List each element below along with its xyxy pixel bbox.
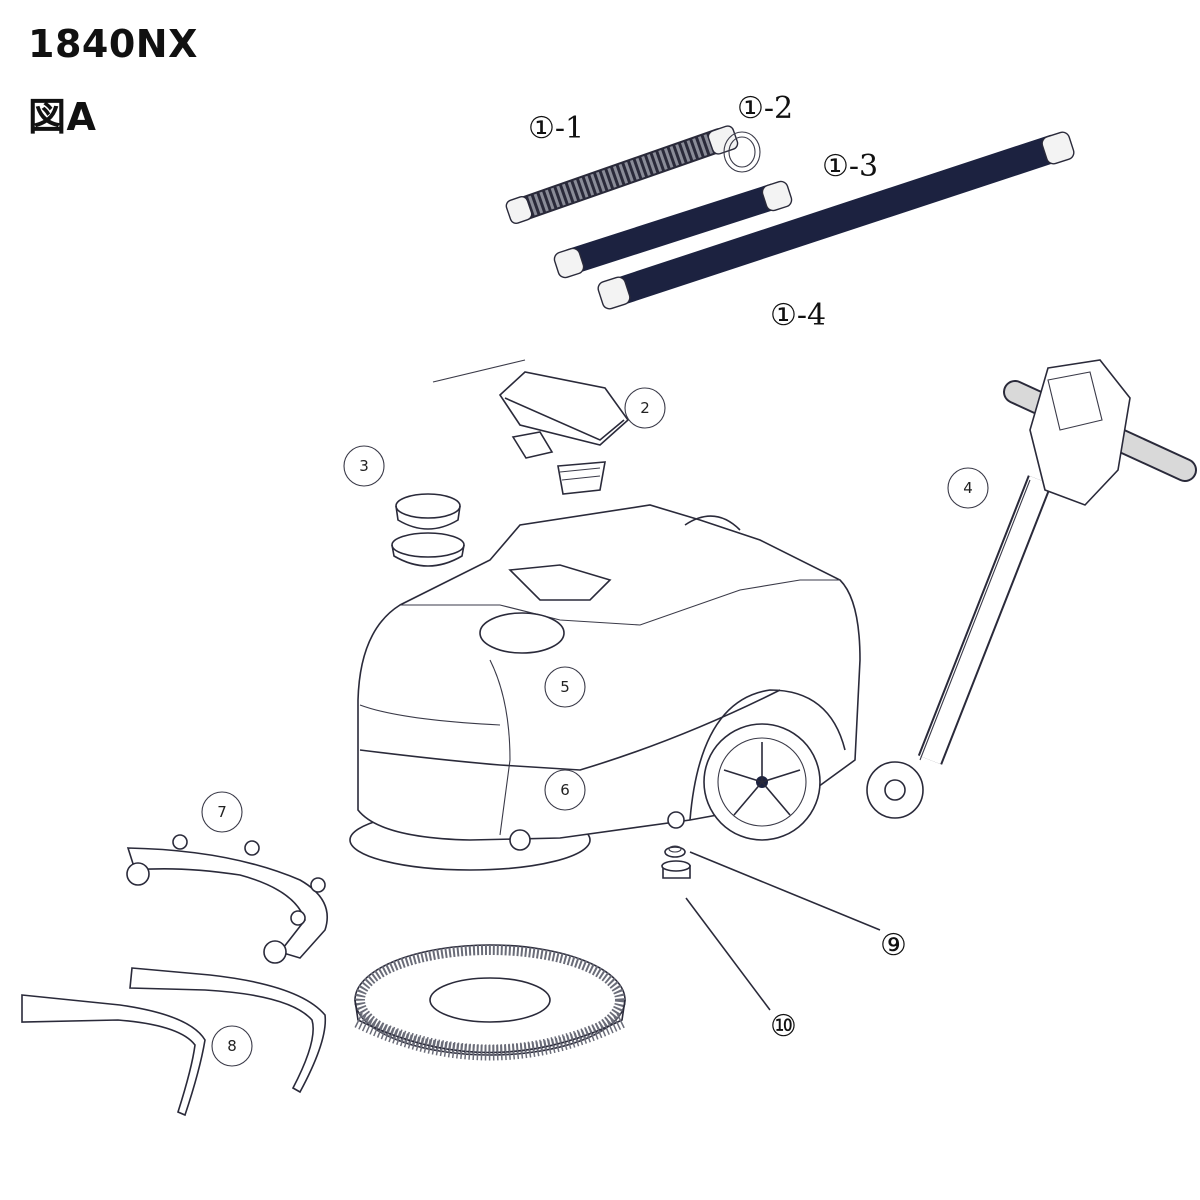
hose-clamp-1-2 bbox=[723, 131, 761, 173]
leader-10 bbox=[685, 897, 771, 1011]
fitting-9 bbox=[664, 845, 686, 858]
callout-4: 4 bbox=[947, 467, 989, 509]
callout-2: 2 bbox=[624, 387, 666, 429]
squeegee-frame bbox=[126, 834, 329, 964]
hose-1-4-long bbox=[597, 131, 1075, 310]
tank-cap bbox=[391, 493, 465, 567]
svg-text:3: 3 bbox=[359, 457, 369, 475]
label-10: ⑩ bbox=[770, 1009, 797, 1044]
callout-5: 5 bbox=[544, 666, 586, 708]
callout-7: 7 bbox=[201, 791, 243, 833]
filter-lid-assembly bbox=[432, 359, 630, 495]
svg-text:5: 5 bbox=[560, 678, 570, 696]
label-1-3: ①-3 bbox=[822, 149, 878, 184]
scrub-brush bbox=[354, 944, 626, 1061]
figure-label: 図A bbox=[28, 95, 97, 139]
label-9: ⑨ bbox=[880, 928, 907, 963]
model-title: 1840NX bbox=[28, 22, 198, 66]
squeegee-blades bbox=[21, 967, 327, 1117]
leader-9 bbox=[689, 851, 881, 931]
callout-3: 3 bbox=[343, 445, 385, 487]
machine-body bbox=[349, 504, 861, 871]
label-1-4: ①-4 bbox=[770, 298, 826, 333]
svg-text:8: 8 bbox=[227, 1037, 237, 1055]
hose-1-3-short bbox=[553, 180, 793, 279]
svg-text:4: 4 bbox=[963, 479, 973, 497]
svg-text:2: 2 bbox=[640, 399, 650, 417]
label-1-1: ①-1 bbox=[528, 111, 584, 146]
fitting-10 bbox=[661, 860, 691, 879]
label-1-2: ①-2 bbox=[737, 91, 793, 126]
svg-text:6: 6 bbox=[560, 781, 570, 799]
callout-6: 6 bbox=[544, 769, 586, 811]
svg-text:7: 7 bbox=[217, 803, 227, 821]
handle-assembly bbox=[866, 359, 1197, 819]
callout-8: 8 bbox=[211, 1025, 253, 1067]
